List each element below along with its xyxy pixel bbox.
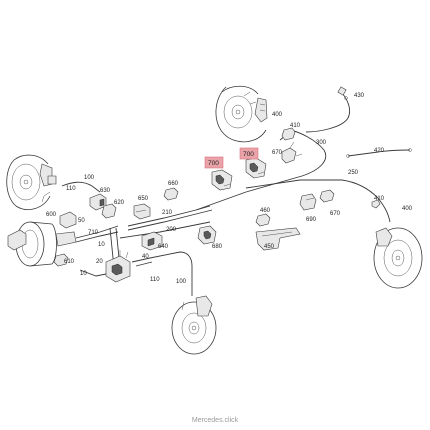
master-cylinder (7, 229, 77, 251)
fitting-410-top (281, 127, 296, 141)
label-430: 430 (354, 93, 365, 99)
hydraulic-unit-640 (141, 231, 163, 251)
label-420: 420 (374, 148, 385, 154)
front-right-brake-disc (373, 227, 423, 289)
label-690: 690 (306, 217, 317, 223)
rear-right-brake-disc (215, 85, 267, 143)
label-460: 460 (260, 208, 271, 214)
label-10-top: 10 (98, 242, 105, 248)
label-100-bottom: 100 (176, 279, 187, 285)
rear-left-brake-disc (6, 154, 51, 210)
component-650 (133, 203, 151, 220)
component-630 (89, 193, 107, 211)
unit-20 (105, 250, 131, 283)
bracket-670-right (319, 189, 335, 203)
label-700-left: 700 (208, 160, 219, 167)
label-250: 250 (348, 170, 359, 176)
bracket-460 (255, 213, 271, 227)
watermark: Mercedes.click (191, 417, 239, 424)
label-400-top: 400 (272, 112, 283, 118)
brake-caliper-700-right (245, 157, 267, 179)
rear-right-brake-caliper (254, 97, 268, 123)
label-700-right: 700 (243, 151, 254, 158)
bracket-690 (299, 193, 317, 211)
label-20: 20 (96, 259, 103, 265)
label-610: 610 (64, 259, 75, 265)
label-210: 210 (162, 210, 173, 216)
reservoir-600 (59, 211, 77, 229)
label-620: 620 (114, 200, 125, 206)
brake-line-200 (119, 221, 211, 239)
brake-line-10-bottom (79, 269, 107, 277)
highlight-box-700-right (239, 147, 259, 160)
label-40: 40 (142, 254, 149, 260)
label-10-bottom: 10 (80, 271, 87, 277)
label-100-left: 100 (84, 175, 95, 181)
brake-line-40 (131, 251, 193, 296)
label-670-right: 670 (330, 211, 341, 217)
label-630: 630 (100, 188, 111, 194)
bracket-450 (255, 227, 301, 251)
component-620 (101, 203, 117, 219)
rear-left-brake-caliper (39, 163, 57, 203)
label-600: 600 (46, 212, 57, 218)
bracket-670-top (281, 141, 303, 164)
brake-hose-100-top (61, 181, 101, 193)
label-450: 450 (264, 244, 275, 250)
label-650: 650 (138, 196, 149, 202)
component-660 (163, 187, 179, 201)
label-400-right: 400 (402, 206, 413, 212)
label-300: 300 (316, 140, 327, 146)
brake-hose-430 (305, 86, 351, 133)
component-680 (197, 225, 217, 245)
brake-line-710 (75, 225, 119, 243)
label-410-top: 410 (290, 123, 301, 129)
brake-line-210 (127, 205, 213, 231)
label-410-right: 410 (374, 196, 385, 202)
label-640: 640 (158, 244, 169, 250)
component-610 (53, 253, 69, 267)
brake-line-250 (245, 179, 379, 199)
brake-line-420 (346, 148, 412, 158)
label-660: 660 (168, 181, 179, 187)
label-50: 50 (78, 218, 85, 224)
brake-caliper-700-left (211, 169, 233, 191)
label-200: 200 (166, 227, 177, 233)
highlight-box-700-left (204, 156, 224, 169)
label-110-bottom: 110 (150, 277, 160, 283)
front-left-brake-disc (171, 295, 217, 355)
brake-line-400-right (371, 197, 391, 223)
label-670-top: 670 (272, 150, 283, 156)
label-710: 710 (88, 230, 99, 236)
label-680: 680 (212, 244, 223, 250)
label-110-left: 110 (66, 186, 76, 192)
